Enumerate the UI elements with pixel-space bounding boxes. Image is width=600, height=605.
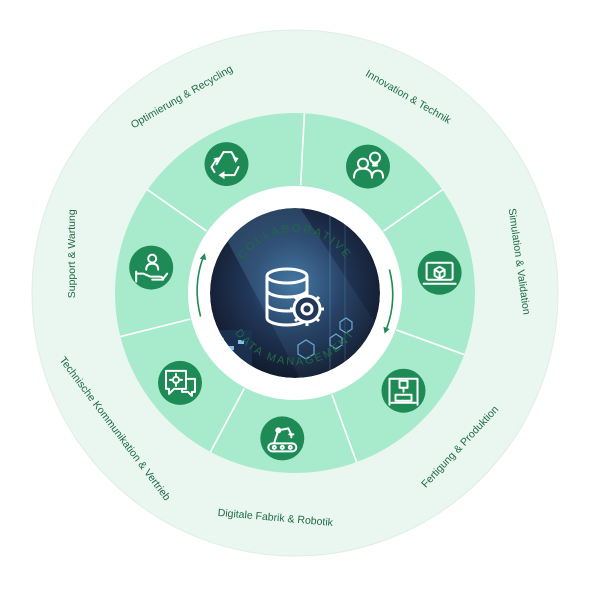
gear-chat-icon (158, 360, 202, 405)
laptop-box-icon (417, 250, 462, 295)
segment-dividers (120, 113, 465, 463)
segment-divider (383, 189, 443, 232)
robot-arm-icon (260, 416, 305, 461)
segment-label: Support & Wartung (66, 209, 78, 298)
3d-printer-icon (381, 368, 426, 413)
segment-divider (120, 318, 191, 338)
segment-divider (209, 387, 246, 453)
rotation-arrows (196, 253, 394, 334)
database-gear-icon (265, 267, 324, 327)
people-idea-icon (346, 144, 390, 189)
segment-divider (147, 189, 207, 232)
recycle-icon (204, 142, 249, 187)
hand-support-icon (129, 245, 174, 290)
small-hex-icons (297, 317, 353, 360)
segment-divider (396, 329, 465, 356)
segment-divider (331, 394, 358, 463)
segment-divider (299, 113, 306, 186)
